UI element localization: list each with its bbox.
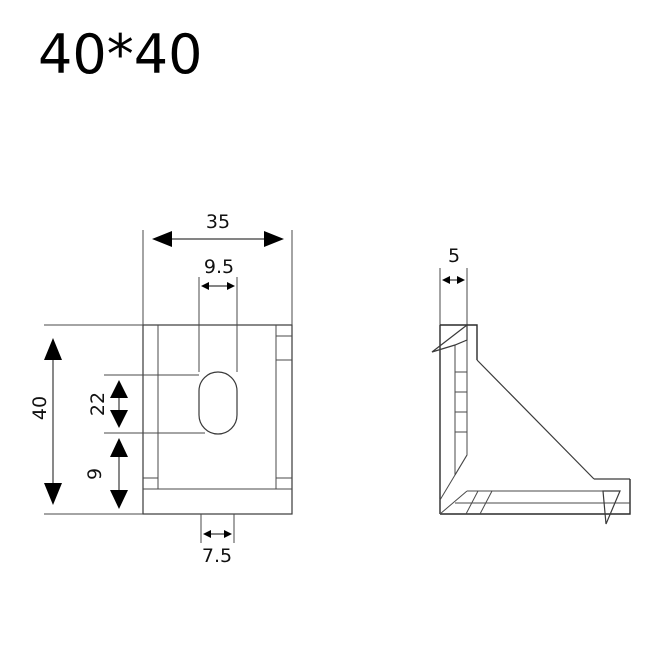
side-top-lip [431, 323, 468, 353]
dim-slot-length-label: 22 [87, 392, 109, 416]
side-vertical-leg [439, 324, 478, 514]
side-inner-corner-3 [454, 454, 468, 476]
dim-thickness-arrow [442, 276, 465, 284]
dim-height-arrow [44, 338, 62, 505]
side-inner-corner-5 [479, 490, 493, 515]
dim-tab-width-label: 7.5 [202, 545, 232, 567]
front-outer-outline [142, 324, 293, 515]
dim-slot-length-arrow [110, 380, 128, 428]
dim-width-arrow [152, 231, 284, 247]
front-view: 35 9.5 40 22 9 [29, 211, 293, 567]
dim-tab-width-arrow [203, 530, 232, 538]
drawing-title: 40*40 [38, 23, 203, 86]
side-horizontal-leg [440, 479, 631, 515]
dim-slot-offset-label: 9 [84, 468, 106, 480]
dim-slot-width-label: 9.5 [204, 256, 234, 278]
side-right-lip [602, 490, 621, 525]
side-gusset-diagonal [476, 359, 595, 480]
dim-height-label: 40 [29, 396, 51, 420]
dim-thickness-label: 5 [448, 245, 460, 267]
dim-width-label: 35 [206, 211, 230, 233]
side-inner-corner-2 [439, 490, 468, 515]
side-inner-corner-4 [465, 490, 479, 515]
dim-slot-offset-arrow [110, 438, 128, 509]
side-view: 5 [431, 245, 631, 525]
dim-slot-width-arrow [201, 282, 235, 290]
front-slot [198, 371, 238, 435]
